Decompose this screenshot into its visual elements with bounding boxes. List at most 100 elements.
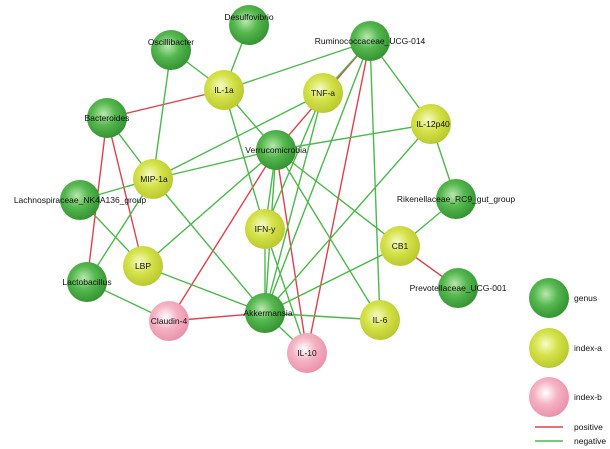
node-claudin4: Claudin-4	[149, 301, 189, 341]
node-desulfovibrio: Desulfovibrio	[224, 5, 274, 45]
edge-negative-il1a-ruminococcaceae	[223, 40, 371, 91]
node-circle-il1a	[204, 70, 244, 110]
node-label-desulfovibrio: Desulfovibrio	[224, 12, 273, 22]
legend-label-index-b: index-b	[574, 392, 602, 402]
node-label-ifny: IFN-y	[255, 224, 277, 234]
edge-negative-oscillibacter-mip1a	[152, 49, 172, 180]
node-circle-il10	[287, 333, 327, 373]
node-lactobacillus: Lactobacillus	[62, 262, 112, 302]
node-il10: IL-10	[287, 333, 327, 373]
node-ifny: IFN-y	[245, 209, 285, 249]
edge-negative-il12p40-verrucomicrobia	[275, 123, 432, 151]
node-circle-desulfovibrio	[229, 5, 269, 45]
node-circle-prevotellaceae	[438, 268, 478, 308]
node-il1a: IL-1a	[204, 70, 244, 110]
node-circle-ruminococcaceae	[350, 21, 390, 61]
node-lbp: LBP	[123, 246, 163, 286]
legend-swatch-index-b	[529, 377, 569, 417]
node-circle-ifny	[245, 209, 285, 249]
node-circle-il6	[360, 300, 400, 340]
edge-negative-cb1-akkermansia	[264, 245, 401, 314]
node-circle-claudin4	[149, 301, 189, 341]
node-label-ruminococcaceae: Ruminococcaceae_UCG-014	[315, 36, 426, 46]
node-il12p40: IL-12p40	[411, 104, 451, 144]
node-bacteroides: Bacteroides	[85, 98, 130, 138]
node-oscillibacter: Oscillibacter	[148, 30, 194, 70]
edge-negative-mip1a-akkermansia	[152, 178, 266, 314]
edge-negative-ruminococcaceae-akkermansia	[264, 40, 371, 314]
edge-negative-mip1a-lactobacillus	[86, 178, 154, 283]
node-ruminococcaceae: Ruminococcaceae_UCG-014	[315, 21, 426, 61]
node-label-il6: IL-6	[373, 315, 388, 325]
node-label-mip1a: MIP-1a	[140, 174, 168, 184]
node-label-lactobacillus: Lactobacillus	[62, 277, 111, 287]
legend-item-index-a: index-a	[529, 328, 602, 368]
node-circle-il12p40	[411, 104, 451, 144]
node-label-cb1: CB1	[392, 241, 409, 251]
node-label-oscillibacter: Oscillibacter	[148, 37, 194, 47]
edge-negative-lbp-akkermansia	[142, 265, 266, 314]
node-lachnospiraceae: Lachnospiraceae_NK4A136_group	[14, 180, 147, 220]
node-verrucomicrobia: Verrucomicrobia	[245, 130, 307, 170]
node-label-lbp: LBP	[135, 261, 151, 271]
node-circle-cb1	[380, 226, 420, 266]
edge-negative-ruminococcaceae-il6	[369, 40, 381, 321]
node-label-claudin4: Claudin-4	[151, 316, 188, 326]
edge-negative-ifny-il10	[264, 228, 308, 354]
node-label-tnfa: TNF-a	[311, 88, 335, 98]
node-circle-lachnospiraceae	[60, 180, 100, 220]
legend: genus index-a index-b positive negative	[529, 278, 606, 446]
node-label-il1a: IL-1a	[214, 85, 234, 95]
node-circle-lbp	[123, 246, 163, 286]
node-circle-akkermansia	[245, 293, 285, 333]
node-label-bacteroides: Bacteroides	[85, 113, 130, 123]
edge-negative-verrucomicrobia-lbp	[142, 149, 277, 267]
node-label-rikenellaceae: Rikenellaceae_RC9_gut_group	[397, 194, 515, 204]
node-il6: IL-6	[360, 300, 400, 340]
edge-negative-tnfa-akkermansia	[264, 92, 324, 314]
legend-label-negative: negative	[574, 436, 606, 446]
edge-negative-il1a-ifny	[223, 89, 266, 230]
legend-swatch-index-a	[529, 328, 569, 368]
node-cb1: CB1	[380, 226, 420, 266]
node-akkermansia: Akkermansia	[243, 293, 293, 333]
node-label-il10: IL-10	[297, 348, 317, 358]
legend-item-negative: negative	[535, 436, 606, 446]
node-circle-rikenellaceae	[436, 179, 476, 219]
node-tnfa: TNF-a	[303, 73, 343, 113]
legend-item-positive: positive	[535, 422, 603, 432]
edge-positive-il1a-bacteroides	[106, 89, 225, 119]
edge-negative-mip1a-verrucomicrobia	[152, 149, 277, 180]
node-circle-oscillibacter	[151, 30, 191, 70]
node-label-lachnospiraceae: Lachnospiraceae_NK4A136_group	[14, 195, 147, 205]
edge-negative-il12p40-akkermansia	[264, 123, 432, 314]
node-circle-tnfa	[303, 73, 343, 113]
legend-label-positive: positive	[574, 422, 603, 432]
legend-label-index-a: index-a	[574, 343, 602, 353]
edge-negative-tnfa-ifny	[264, 92, 324, 230]
node-rikenellaceae: Rikenellaceae_RC9_gut_group	[397, 179, 515, 219]
edge-positive-ruminococcaceae-il10	[306, 40, 371, 354]
node-label-il12p40: IL-12p40	[416, 119, 450, 129]
legend-item-genus: genus	[529, 278, 597, 318]
node-mip1a: MIP-1a	[133, 159, 173, 199]
node-circle-bacteroides	[87, 98, 127, 138]
legend-item-index-b: index-b	[529, 377, 602, 417]
edge-negative-tnfa-mip1a	[152, 92, 324, 180]
node-circle-lactobacillus	[67, 262, 107, 302]
node-circle-verrucomicrobia	[256, 130, 296, 170]
legend-label-genus: genus	[574, 293, 597, 303]
edge-positive-verrucomicrobia-il10	[275, 149, 308, 354]
node-label-akkermansia: Akkermansia	[243, 308, 292, 318]
edge-negative-verrucomicrobia-il6	[275, 149, 381, 321]
node-circle-mip1a	[133, 159, 173, 199]
node-label-prevotellaceae: Prevotellaceae_UCG-001	[410, 283, 507, 293]
edge-negative-verrucomicrobia-cb1	[275, 149, 401, 247]
node-label-verrucomicrobia: Verrucomicrobia	[245, 145, 307, 155]
edge-positive-verrucomicrobia-claudin4	[168, 149, 277, 322]
node-prevotellaceae: Prevotellaceae_UCG-001	[410, 268, 507, 308]
edge-positive-bacteroides-lbp	[106, 117, 144, 267]
legend-swatch-genus	[529, 278, 569, 318]
